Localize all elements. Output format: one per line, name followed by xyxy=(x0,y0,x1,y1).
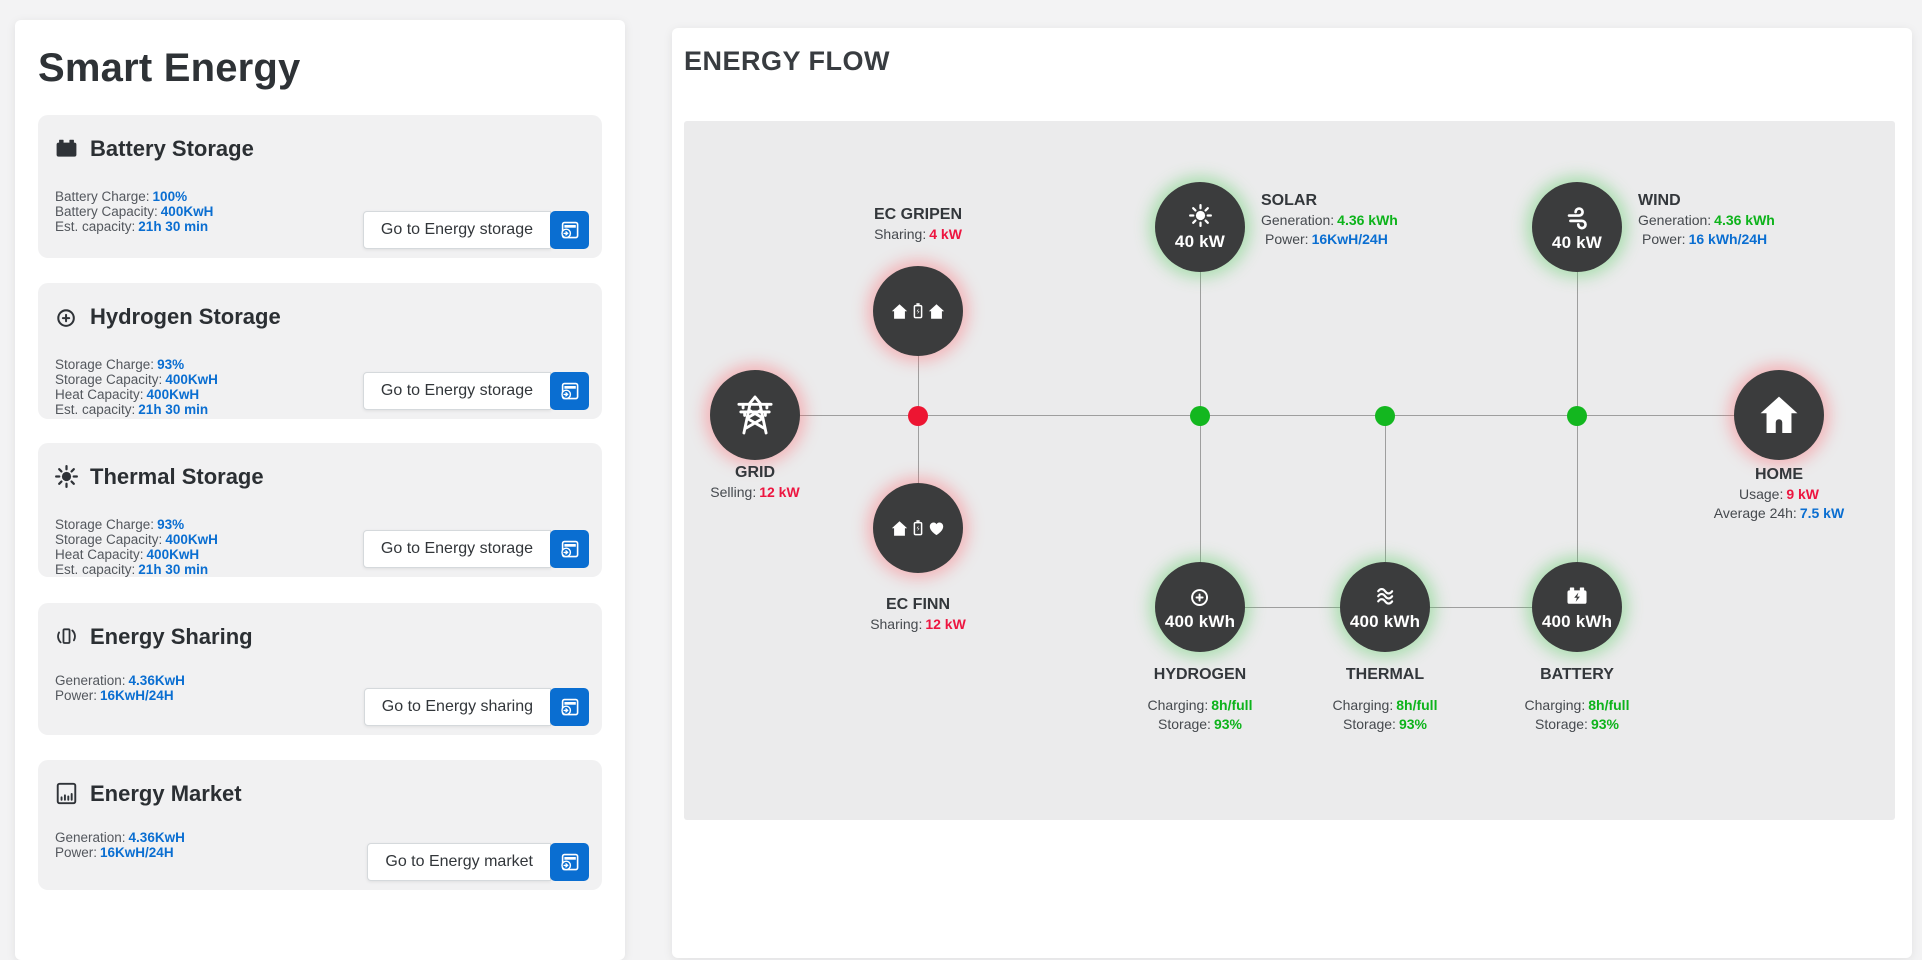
thermal-storage-card: Thermal Storage Storage Charge:93% Stora… xyxy=(38,443,602,577)
energy-market-card: Energy Market Generation:4.36KwH Power:1… xyxy=(38,760,602,890)
house-icon xyxy=(928,303,945,319)
card-title: Thermal Storage xyxy=(90,463,264,489)
ec-gripen-node[interactable] xyxy=(873,266,963,356)
heart-icon xyxy=(929,522,944,535)
card-title: Battery Storage xyxy=(90,135,254,161)
hydrogen-atom-icon xyxy=(1191,585,1211,606)
go-to-energy-storage-button[interactable]: Go to Energy storage xyxy=(362,530,589,568)
home-icon xyxy=(1760,396,1798,434)
battery-storage-card: Battery Storage Battery Charge:100% Batt… xyxy=(38,115,602,258)
card-stats: Generation:4.36KwH Power:16KwH/24H xyxy=(55,673,185,703)
card-title: Hydrogen Storage xyxy=(90,303,281,329)
energy-flow-card: ENERGY FLOW GRID Selling:12 kW EC GRIPEN… xyxy=(672,28,1912,958)
wind-label: WIND Generation:4.36 kWh Power:16 kWh/24… xyxy=(1638,192,1775,247)
battery-bolt-icon xyxy=(1567,587,1587,604)
junction-dot-green xyxy=(1567,406,1587,426)
transmission-tower-icon xyxy=(737,395,773,435)
go-to-energy-storage-button[interactable]: Go to Energy storage xyxy=(362,372,589,410)
home-label: HOME Usage:9 kW Average 24h:7.5 kW xyxy=(1713,466,1845,521)
hydrogen-storage-card: Hydrogen Storage Storage Charge:93% Stor… xyxy=(38,283,602,419)
junction-dot-green xyxy=(1190,406,1210,426)
junction-dot-green xyxy=(1375,406,1395,426)
navigate-window-icon xyxy=(550,530,589,568)
navigate-window-icon xyxy=(550,843,589,881)
go-to-energy-storage-button[interactable]: Go to Energy storage xyxy=(362,211,589,249)
go-to-energy-sharing-button[interactable]: Go to Energy sharing xyxy=(363,688,589,726)
thermal-node[interactable]: 400 kWh xyxy=(1340,562,1430,652)
energy-flow-diagram: GRID Selling:12 kW EC GRIPEN Sharing:4 k… xyxy=(684,121,1895,820)
hydrogen-node[interactable]: 400 kWh xyxy=(1155,562,1245,652)
solar-node[interactable]: 40 kW xyxy=(1155,182,1245,272)
sun-icon xyxy=(1188,204,1212,227)
battery-cycle-icon xyxy=(53,623,80,650)
hydrogen-label: HYDROGEN Charging:8h/full Storage:93% xyxy=(1147,666,1253,732)
navigate-window-icon xyxy=(550,372,589,410)
house-icon xyxy=(891,303,908,319)
thermal-label: THERMAL Charging:8h/full Storage:93% xyxy=(1332,666,1438,732)
battery-bolt-icon xyxy=(53,135,80,162)
heat-waves-icon xyxy=(1376,587,1393,605)
sun-icon xyxy=(53,463,80,490)
navigate-window-icon xyxy=(550,688,589,726)
junction-dot-red xyxy=(908,406,928,426)
wind-node[interactable]: 40 kW xyxy=(1532,182,1622,272)
house-icon xyxy=(891,520,908,536)
card-title: Energy Sharing xyxy=(90,623,253,649)
go-to-energy-market-button[interactable]: Go to Energy market xyxy=(367,843,589,881)
energy-flow-title: ENERGY FLOW xyxy=(684,46,891,76)
sidebar-panel: Smart Energy Battery Storage Battery Cha… xyxy=(15,20,625,960)
card-stats: Generation:4.36KwH Power:16KwH/24H xyxy=(55,830,185,860)
card-stats: Battery Charge:100% Battery Capacity:400… xyxy=(55,189,214,234)
battery-node[interactable]: 400 kWh xyxy=(1532,562,1622,652)
thermal-line xyxy=(1385,416,1386,607)
ec-finn-node[interactable] xyxy=(873,483,963,573)
home-node[interactable] xyxy=(1734,370,1824,460)
main-bus-line xyxy=(755,415,1779,416)
ec-finn-label: EC FINN Sharing:12 kW xyxy=(870,596,966,632)
grid-label: GRID Selling:12 kW xyxy=(710,464,800,500)
market-document-icon xyxy=(53,780,80,807)
hydrogen-atom-icon xyxy=(53,303,80,330)
battery-small-icon xyxy=(913,519,923,536)
energy-sharing-card: Energy Sharing Generation:4.36KwH Power:… xyxy=(38,603,602,735)
battery-small-icon xyxy=(913,302,923,319)
card-stats: Storage Charge:93% Storage Capacity:400K… xyxy=(55,517,218,577)
card-stats: Storage Charge:93% Storage Capacity:400K… xyxy=(55,357,218,417)
solar-label: SOLAR Generation:4.36 kWh Power:16KwH/24… xyxy=(1261,192,1398,247)
ec-gripen-label: EC GRIPEN Sharing:4 kW xyxy=(873,206,962,242)
grid-node[interactable] xyxy=(710,370,800,460)
wind-icon xyxy=(1567,206,1587,229)
app-title: Smart Energy xyxy=(38,46,301,90)
navigate-window-icon xyxy=(550,211,589,249)
card-title: Energy Market xyxy=(90,780,242,806)
battery-label: BATTERY Charging:8h/full Storage:93% xyxy=(1524,666,1630,732)
